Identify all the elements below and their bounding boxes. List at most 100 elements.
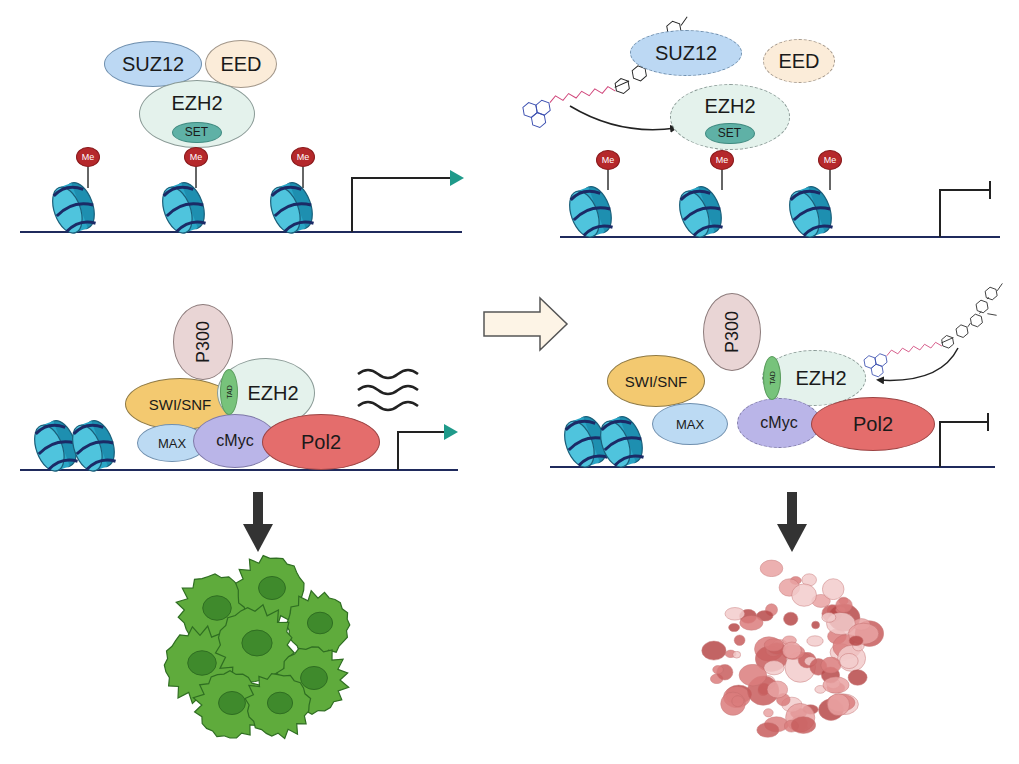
cell — [245, 674, 311, 739]
cell-debris — [807, 636, 823, 646]
node-label: EZH2 — [704, 96, 755, 116]
dna-wrap — [613, 452, 643, 467]
dna-wrap — [55, 199, 93, 218]
dna-wrap — [35, 421, 66, 438]
protein-ellipse: MAX — [652, 403, 728, 445]
node-label: TAD — [769, 371, 776, 384]
cell-debris — [739, 664, 767, 686]
methyl-mark: Me — [710, 150, 734, 170]
cell-debris — [740, 615, 763, 630]
node-label: P300 — [723, 311, 741, 353]
node-label: cMyc — [760, 415, 797, 431]
binding-arrow — [570, 106, 958, 380]
node-label: TAD — [226, 385, 233, 398]
nucleosome — [564, 183, 617, 241]
cell-debris — [791, 717, 816, 734]
dna-wrap — [802, 222, 832, 237]
cell-debris — [836, 598, 853, 613]
methyl-stem — [88, 167, 830, 190]
cell-debris — [848, 670, 867, 686]
node-label: SWI/SNF — [625, 374, 688, 389]
node-label: Me — [190, 153, 203, 162]
cell-debris — [840, 653, 859, 668]
methyl-mark: Me — [818, 150, 842, 170]
protein-ellipse: P300 — [173, 304, 233, 380]
domain-ellipse: TAD — [220, 369, 238, 415]
cell-debris — [822, 579, 844, 600]
protein-ellipse: EZH2SET — [670, 84, 790, 150]
dna-wrap — [790, 187, 821, 204]
methyl-mark: Me — [291, 147, 315, 167]
ring — [522, 101, 538, 118]
cell-debris — [822, 613, 836, 623]
transcription-waves — [358, 370, 418, 410]
cell-nucleus — [188, 651, 217, 675]
protein-ellipse: Pol2 — [811, 397, 935, 451]
dna-wrap — [603, 433, 641, 452]
node-label: EZH2 — [171, 93, 222, 113]
methyl-mark: Me — [184, 147, 208, 167]
protein-ellipse: EED — [205, 40, 277, 88]
node-label: EZH2 — [247, 383, 298, 403]
cell-nucleus — [203, 596, 232, 620]
node-label: cMyc — [216, 433, 253, 449]
cell-debris — [764, 709, 774, 717]
protein-ellipse: SUZ12 — [630, 30, 742, 76]
ring — [976, 299, 989, 314]
cell-debris — [757, 723, 779, 738]
nucleosome — [674, 183, 727, 241]
dna-wrap — [680, 187, 711, 204]
ring — [531, 111, 547, 128]
domain-ellipse: SET — [172, 122, 222, 144]
cell-debris — [713, 666, 724, 674]
node-label: Me — [297, 153, 310, 162]
dna-wrap — [565, 417, 596, 434]
dna-wrap — [165, 199, 203, 218]
dna-wrap — [47, 456, 77, 471]
node-label: Me — [82, 153, 95, 162]
node-label: MAX — [676, 418, 704, 431]
ring — [985, 286, 998, 301]
nucleosome — [784, 183, 837, 241]
dna-wrap — [572, 203, 610, 222]
domain-ellipse: TAD — [763, 356, 781, 400]
node-label: SWI/SNF — [149, 397, 212, 412]
cell-nucleus — [301, 666, 328, 689]
nucleosome — [67, 417, 120, 475]
dna-wrap — [53, 183, 84, 200]
nucleosome — [47, 179, 100, 237]
protein-ellipse: Pol2 — [262, 414, 380, 470]
transition-arrow — [484, 298, 567, 350]
cell-nucleus — [307, 612, 332, 634]
cell-debris — [725, 608, 745, 621]
node-label: Pol2 — [301, 432, 341, 452]
dna-wrap — [73, 421, 104, 438]
dna-wrap — [692, 222, 722, 237]
cell-debris — [767, 681, 788, 698]
generated-art — [29, 17, 1015, 739]
dna-wrap — [75, 437, 113, 456]
node-label: EED — [778, 51, 819, 71]
cell-debris — [760, 560, 783, 577]
dna-wrap — [582, 222, 612, 237]
node-label: EZH2 — [795, 368, 846, 388]
cell-debris — [821, 657, 841, 673]
cell-debris — [732, 696, 744, 707]
ring — [535, 99, 551, 116]
cell-debris — [784, 612, 798, 625]
nucleosome — [595, 413, 648, 471]
dna-line — [20, 232, 1000, 470]
node-label: Me — [716, 156, 729, 165]
domain-ellipse: SET — [705, 123, 755, 145]
dna-wrap — [273, 199, 311, 218]
cell-debris — [849, 636, 863, 646]
cell-debris — [812, 621, 820, 629]
dna-wrap — [271, 183, 302, 200]
protein-ellipse: P300 — [703, 293, 761, 371]
node-label: MAX — [158, 437, 186, 450]
outcome-arrow — [243, 492, 807, 552]
node-label: SET — [718, 127, 741, 139]
cell-debris — [702, 641, 726, 660]
